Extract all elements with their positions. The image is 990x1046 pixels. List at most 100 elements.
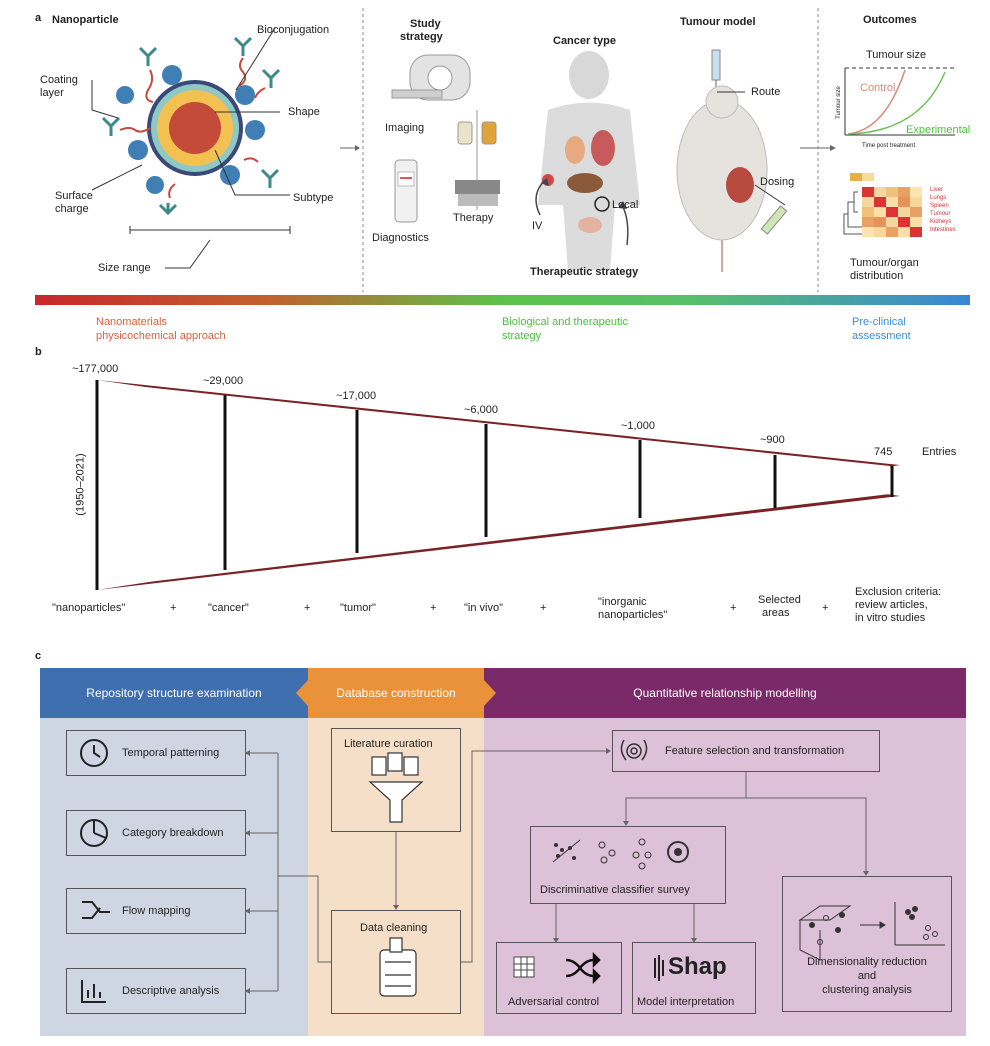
organ-liver: Liver — [930, 187, 944, 193]
therapy-label: Therapy — [453, 212, 494, 224]
band-quant: Quantitative relationship modelling — [484, 668, 966, 718]
approach-gradient-bar — [35, 295, 970, 305]
count-6: ~900 — [760, 434, 785, 446]
document-funnel-icon — [368, 752, 424, 823]
plus-2: + — [304, 602, 311, 614]
count-2: ~29,000 — [203, 375, 244, 387]
surface-charge-label-2: charge — [55, 203, 89, 215]
tumour-model-title: Tumour model — [680, 16, 756, 28]
experimental-label: Experimental — [906, 124, 971, 136]
band-database: Database construction — [308, 668, 484, 718]
local-label: Local — [612, 199, 639, 211]
scatter-3d-icon — [798, 902, 945, 961]
control-label: Control — [860, 82, 896, 94]
subtype-label: Subtype — [293, 192, 334, 204]
category-breakdown-label: Category breakdown — [122, 827, 224, 839]
dimred-label-1: Dimensionality reduction — [807, 956, 927, 968]
organ-spleen: Spleen — [930, 203, 949, 209]
flow-mapping-label: Flow mapping — [122, 905, 191, 917]
term-exclusion-1: Exclusion criteria: — [855, 586, 942, 598]
distribution-label-1: Tumour/organ — [850, 257, 919, 269]
mouse-illustration — [676, 49, 788, 272]
count-4: ~6,000 — [464, 404, 498, 416]
band-repository-label: Repository structure examination — [86, 686, 262, 700]
cancer-type-title: Cancer type — [553, 35, 616, 47]
classifier-survey-box — [530, 826, 726, 904]
term-exclusion-2: review articles, — [855, 599, 928, 611]
plus-6: + — [822, 602, 829, 614]
dimred-label-3: clustering analysis — [822, 984, 912, 996]
plus-5: + — [730, 602, 737, 614]
imaging-label: Imaging — [385, 122, 425, 134]
term-nanoparticles: "nanoparticles" — [52, 602, 126, 614]
model-interpretation-label: Model interpretation — [637, 996, 735, 1008]
shape-label: Shape — [288, 106, 320, 118]
dosing-label: Dosing — [760, 176, 795, 188]
flow-icon — [82, 901, 110, 919]
data-cleaning-label: Data cleaning — [360, 922, 428, 934]
mini-x-axis-label: Time post treatment — [862, 143, 916, 149]
classifier-survey-label: Discriminative classifier survey — [540, 884, 690, 896]
organ-list: Liver Lungs Spleen Tumour Kidneys Intest… — [930, 186, 956, 234]
organ-tumour: Tumour — [930, 211, 951, 217]
iv-label: IV — [532, 220, 543, 232]
adversarial-control-label: Adversarial control — [508, 996, 600, 1008]
bar-label-left-2: physicochemical approach — [96, 330, 226, 342]
coating-layer-label-1: Coating — [40, 74, 78, 86]
left-column-bg — [40, 718, 308, 1036]
clock-icon — [80, 739, 108, 767]
study-strategy-title-2: strategy — [400, 31, 443, 43]
band-quant-label: Quantitative relationship modelling — [633, 686, 817, 700]
organ-intestines: Intestines — [930, 227, 956, 233]
organ-kidneys: Kidneys — [930, 219, 952, 225]
bar-label-left-1: Nanomaterials — [96, 316, 167, 328]
plus-1: + — [170, 602, 177, 614]
bar-label-mid-1: Biological and therapeutic — [502, 316, 628, 328]
dimred-label-2: and — [857, 970, 877, 982]
route-label: Route — [751, 86, 781, 98]
count-7: 745 — [874, 446, 893, 458]
shuffle-icon — [565, 951, 601, 985]
term-cancer: "cancer" — [208, 602, 249, 614]
literature-curation-box — [331, 728, 461, 832]
term-exclusion-3: in vitro studies — [855, 612, 926, 624]
bar-chart-icon — [81, 980, 106, 1003]
organ-lungs: Lungs — [930, 195, 947, 201]
adversarial-control-box — [496, 942, 622, 1014]
bar-label-right-2: assessment — [852, 330, 911, 342]
count-1: ~177,000 — [72, 363, 119, 375]
entries-label: Entries — [922, 446, 957, 458]
beaker-icon — [379, 937, 417, 997]
data-cleaning-box — [331, 910, 461, 1014]
count-3: ~17,000 — [336, 390, 377, 402]
bar-label-right-1: Pre-clinical — [852, 316, 906, 328]
term-inorganic-2: nanoparticles" — [598, 609, 668, 621]
panel-a-letter: a — [35, 12, 42, 24]
classifier-icons — [552, 838, 689, 870]
term-in-vivo: "in vivo" — [464, 602, 503, 614]
band-database-label: Database construction — [336, 686, 456, 700]
literature-curation-label: Literature curation — [344, 738, 433, 750]
term-selected-2: areas — [762, 607, 790, 619]
feature-selection-label: Feature selection and transformation — [665, 745, 845, 757]
coating-layer-label-2: layer — [40, 87, 64, 99]
tumour-size-title: Tumour size — [866, 49, 927, 61]
panel-c-letter: c — [35, 650, 42, 662]
study-strategy-title-1: Study — [410, 18, 441, 30]
bar-label-mid-2: strategy — [502, 330, 542, 342]
outcomes-title: Outcomes — [863, 14, 917, 26]
plus-4: + — [540, 602, 547, 614]
term-selected-1: Selected — [758, 594, 801, 606]
panel-b-letter: b — [35, 346, 42, 358]
feature-selection-box — [612, 730, 880, 772]
cube-icon — [513, 956, 535, 978]
size-range-label: Size range — [98, 262, 151, 274]
bioconjugation-label: Bioconjugation — [257, 24, 330, 36]
tumour-size-mini-chart — [844, 67, 955, 136]
gear-icon — [620, 739, 648, 761]
temporal-patterning-label: Temporal patterning — [122, 747, 220, 759]
count-5: ~1,000 — [621, 420, 655, 432]
